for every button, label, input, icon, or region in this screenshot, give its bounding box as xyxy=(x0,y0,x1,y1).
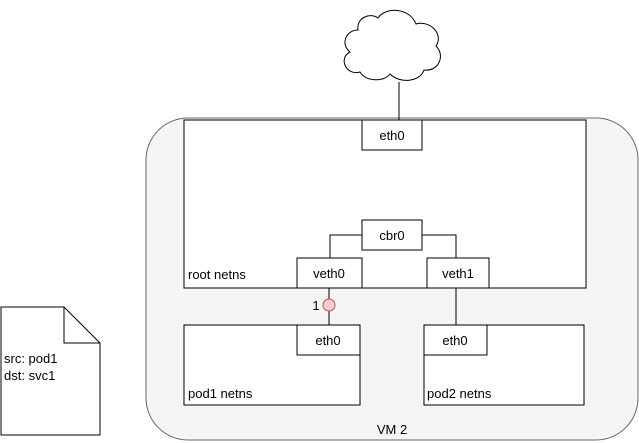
pod2-eth0-box xyxy=(423,324,488,356)
document-icon xyxy=(0,306,101,436)
pod2-eth0-label: eth0 xyxy=(442,333,467,348)
packet-dst: dst: svc1 xyxy=(4,368,55,383)
cbr0-label: cbr0 xyxy=(379,228,404,243)
step-marker xyxy=(322,298,336,312)
pod1-eth0-box xyxy=(296,324,361,356)
veth0-label: veth0 xyxy=(313,266,345,281)
bridge-link-veth1 xyxy=(422,234,457,258)
veth1-label: veth1 xyxy=(442,266,474,281)
bridge-link-veth0 xyxy=(329,234,362,258)
step-marker-label: 1 xyxy=(312,298,319,313)
vm-label: VM 2 xyxy=(377,422,407,437)
pod2-netns-label: pod2 netns xyxy=(427,386,492,401)
cbr0-box xyxy=(361,219,423,251)
packet-src: src: pod1 xyxy=(4,351,57,366)
veth1-box xyxy=(426,257,490,289)
pod1-eth0-label: eth0 xyxy=(315,333,340,348)
root-netns-label: root netns xyxy=(188,267,246,282)
document-fold xyxy=(63,307,100,344)
root-eth0-box xyxy=(361,119,423,151)
pod1-netns-label: pod1 netns xyxy=(188,386,253,401)
cloud-icon xyxy=(343,9,441,81)
root-eth0-label: eth0 xyxy=(379,128,404,143)
